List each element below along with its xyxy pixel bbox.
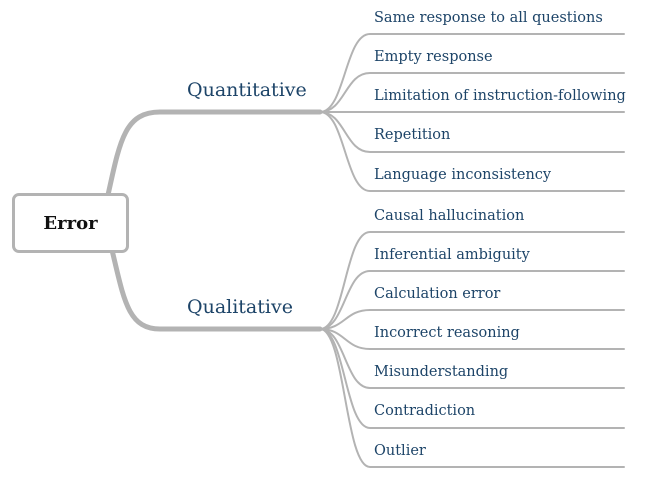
leaf-node[interactable]: Same response to all questions [374,10,603,26]
root-node[interactable]: Error [12,193,129,253]
leaf-node[interactable]: Repetition [374,127,451,143]
leaf-connector [319,328,625,468]
leaf-node[interactable]: Calculation error [374,286,501,302]
branch-label: Qualitative [187,296,293,318]
leaf-connector [319,111,625,153]
branch-connector [105,109,323,198]
branch-quantitative[interactable]: Quantitative [187,79,307,101]
leaf-connector [319,111,625,192]
leaf-connector [319,231,625,330]
branch-label: Quantitative [187,79,307,101]
branch-qualitative[interactable]: Qualitative [187,296,293,318]
leaf-node[interactable]: Causal hallucination [374,208,525,224]
leaf-connector [319,309,625,330]
leaf-connector [319,33,625,113]
leaf-node[interactable]: Incorrect reasoning [374,325,520,341]
leaf-connector [319,270,625,330]
leaf-node[interactable]: Outlier [374,443,426,459]
leaf-node[interactable]: Empty response [374,49,493,65]
leaf-node[interactable]: Limitation of instruction-following [374,88,626,104]
leaf-node[interactable]: Contradiction [374,403,476,419]
root-label: Error [43,212,98,234]
leaf-connector [319,328,625,350]
leaf-node[interactable]: Language inconsistency [374,167,552,183]
leaf-node[interactable]: Inferential ambiguity [374,247,530,263]
leaf-connector [319,72,625,113]
leaf-node[interactable]: Misunderstanding [374,364,509,380]
branch-connector [109,247,323,332]
